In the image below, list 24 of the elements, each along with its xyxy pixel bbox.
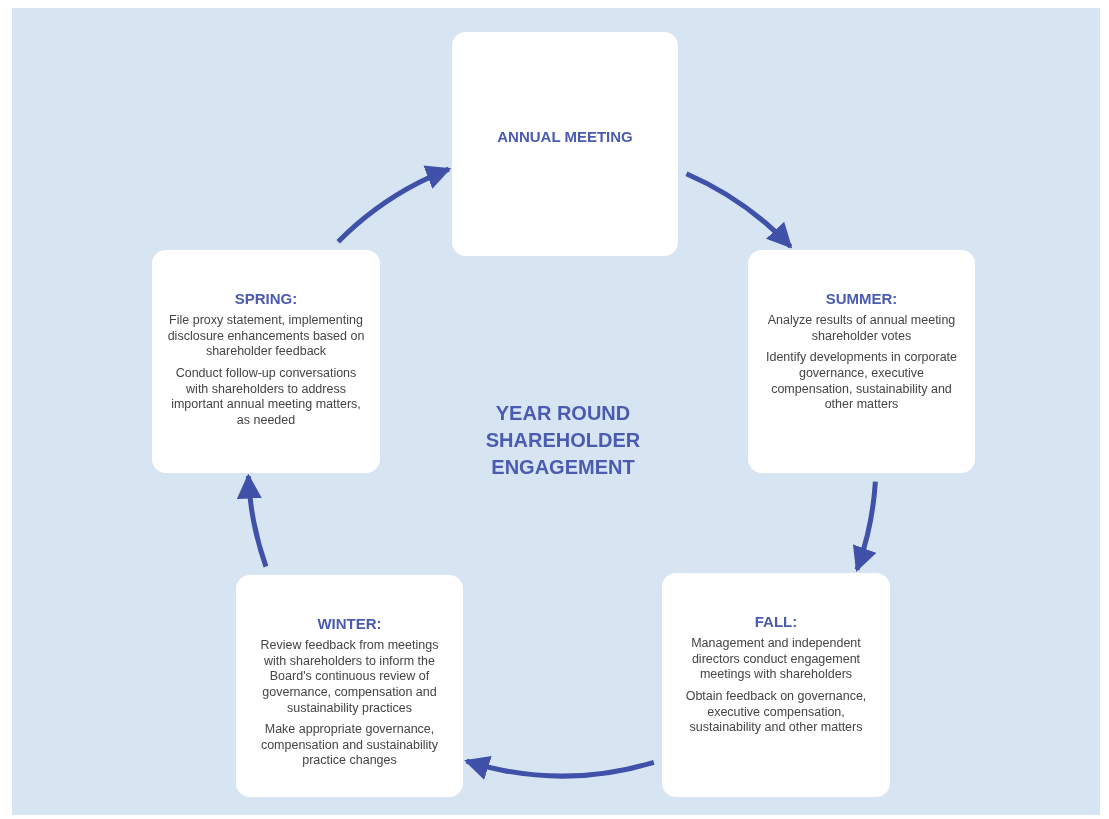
card-description: Management and independent directors conduct engagement meetings with shareholders [690, 636, 862, 683]
card-heading: SPRING: [234, 290, 298, 307]
cycle-arrow [336, 165, 452, 244]
card-description: Analyze results of annual meeting shareholder votes [766, 313, 957, 345]
card-description: File proxy statement, implementing disclosure enhancements based on shareholder feedback [166, 313, 366, 360]
center-title: YEAR ROUND SHAREHOLDER ENGAGEMENT [484, 401, 642, 480]
season-card [152, 250, 380, 473]
card-description: Conduct follow-up conversations with shareholders to address important annual meeting matters, as needed [170, 365, 362, 429]
cycle-arrow [237, 473, 269, 568]
season-card [662, 573, 890, 797]
card-description: Identify developments in corporate governance, executive compensation, sustainability and other matters [764, 350, 959, 413]
cycle-arrow [685, 171, 793, 249]
card-heading: FALL: [754, 613, 798, 630]
card-heading: ANNUAL MEETING [497, 127, 633, 145]
card-description: Review feedback from meetings with shareholders to inform the Board's continuous review of governance, compensation and sustainability practices [259, 638, 440, 717]
card-description: Make appropriate governance, compensation and sustainability practice changes [259, 722, 440, 769]
meeting-box [452, 32, 678, 256]
season-card [748, 250, 975, 473]
card-description: Obtain feedback on governance, executive compensation, sustainability and other matters [684, 688, 868, 736]
card-heading: WINTER: [317, 615, 382, 632]
card-heading: SUMMER: [825, 290, 898, 307]
cycle-arrow [852, 481, 878, 573]
cycle-arrow [464, 755, 655, 780]
season-card [236, 575, 463, 797]
